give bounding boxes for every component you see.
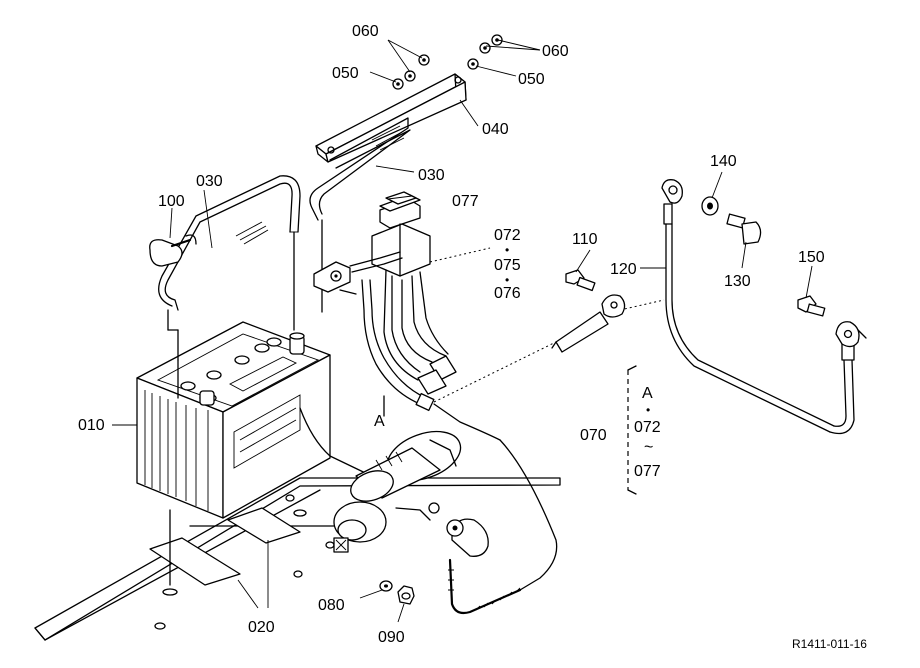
negative-cable-120 (661, 179, 867, 435)
relay-box (371, 191, 457, 395)
callout-077: 077 (452, 193, 479, 210)
callout-130: 130 (724, 273, 751, 290)
callout-050-left: 050 (332, 65, 359, 82)
nut-090 (397, 585, 415, 605)
callout-060-left: 060 (352, 23, 379, 40)
leader-dashed-lines (429, 247, 665, 403)
reference-mark-a: A (374, 413, 385, 430)
callout-100: 100 (158, 193, 185, 210)
callout-020: 020 (248, 619, 275, 636)
holder-rod-right (309, 117, 411, 221)
group-070-dot: • (646, 403, 650, 417)
drawing-code: R1411-011-16 (792, 637, 867, 651)
bolt-150 (797, 295, 826, 317)
callout-070: 070 (580, 427, 607, 444)
callout-050-right: 050 (518, 71, 545, 88)
rubber-pad-front (149, 537, 241, 586)
callout-040: 040 (482, 121, 509, 138)
mounting-plate (34, 477, 561, 641)
callout-150: 150 (798, 249, 825, 266)
starter-harness (299, 395, 558, 615)
starter-terminal-cover (446, 518, 489, 557)
group-070-tilde: ~ (644, 439, 653, 456)
rubber-pad-rear (227, 507, 301, 544)
group-070-to: 077 (634, 463, 661, 480)
holder-nuts-right (467, 34, 503, 70)
callout-140: 140 (710, 153, 737, 170)
positive-cable (313, 251, 435, 412)
holder-rod-left (158, 175, 301, 311)
washer-080 (379, 580, 393, 592)
callout-110: 110 (572, 231, 598, 248)
callout-076: 076 (494, 285, 521, 302)
separator-dot-1: • (505, 243, 509, 257)
callout-060-right: 060 (542, 43, 569, 60)
bolt-110 (565, 269, 596, 292)
starter-motor (333, 430, 462, 553)
group-070-ref-a: A (642, 385, 653, 402)
group-070-bracket (627, 365, 637, 495)
holder-nuts-left (392, 54, 430, 90)
battery (136, 321, 331, 519)
cable-lug-110 (551, 294, 626, 353)
callout-120: 120 (610, 261, 637, 278)
washer-140 (701, 196, 719, 216)
callout-075: 075 (494, 257, 521, 274)
callout-010: 010 (78, 417, 105, 434)
leader-lines (112, 39, 813, 623)
group-070-from: 072 (634, 419, 661, 436)
battery-holder-bracket (315, 73, 467, 163)
callout-072: 072 (494, 227, 521, 244)
callout-080: 080 (318, 597, 345, 614)
callout-090: 090 (378, 629, 405, 646)
callout-030-left: 030 (196, 173, 223, 190)
bolt-130 (726, 213, 762, 245)
rod-guide-lines (167, 219, 323, 586)
separator-dot-2: • (505, 273, 509, 287)
terminal-cover (149, 234, 197, 267)
callout-030-right: 030 (418, 167, 445, 184)
